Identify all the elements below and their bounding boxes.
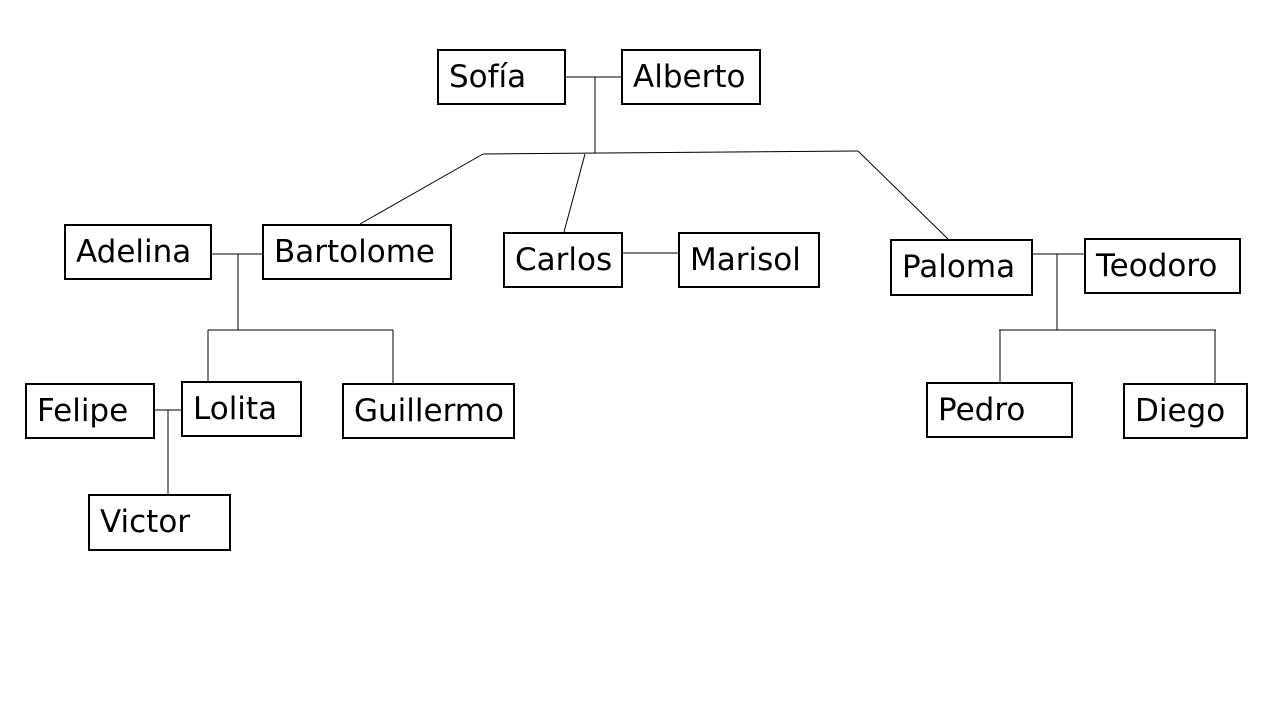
person-name-victor: Victor [100, 504, 191, 540]
person-name-pedro: Pedro [938, 391, 1026, 428]
person-box-felipe: Felipe [25, 383, 155, 439]
person-box-diego: Diego [1123, 383, 1248, 439]
person-box-lolita: Lolita [181, 381, 302, 437]
branch-line-bartolome [359, 153, 484, 225]
person-box-marisol: Marisol [678, 232, 820, 288]
sibling-bar-generation-2 [482, 150, 859, 155]
person-name-diego: Diego [1135, 392, 1226, 429]
person-name-felipe: Felipe [37, 392, 129, 429]
person-name-guillermo: Guillermo [354, 392, 504, 429]
person-name-marisol: Marisol [690, 241, 801, 278]
person-name-adelina: Adelina [76, 233, 192, 270]
person-box-alberto: Alberto [621, 49, 761, 105]
person-box-sofia: Sofía [437, 49, 566, 105]
person-box-paloma: Paloma [890, 239, 1033, 296]
person-box-carlos: Carlos [503, 232, 623, 288]
person-name-bartolome: Bartolome [274, 233, 435, 270]
person-name-alberto: Alberto [633, 58, 746, 95]
person-name-paloma: Paloma [902, 249, 1016, 285]
person-name-carlos: Carlos [515, 241, 613, 278]
branch-line-paloma [857, 150, 949, 240]
person-box-pedro: Pedro [926, 382, 1073, 438]
person-name-lolita: Lolita [193, 390, 278, 427]
branch-line-carlos [563, 153, 586, 233]
person-box-victor: Victor [88, 494, 231, 551]
person-name-sofia: Sofía [449, 58, 527, 95]
person-box-adelina: Adelina [64, 224, 212, 280]
person-name-teodoro: Teodoro [1096, 247, 1218, 284]
person-box-bartolome: Bartolome [262, 224, 452, 280]
person-box-teodoro: Teodoro [1084, 238, 1241, 294]
person-box-guillermo: Guillermo [342, 383, 515, 439]
